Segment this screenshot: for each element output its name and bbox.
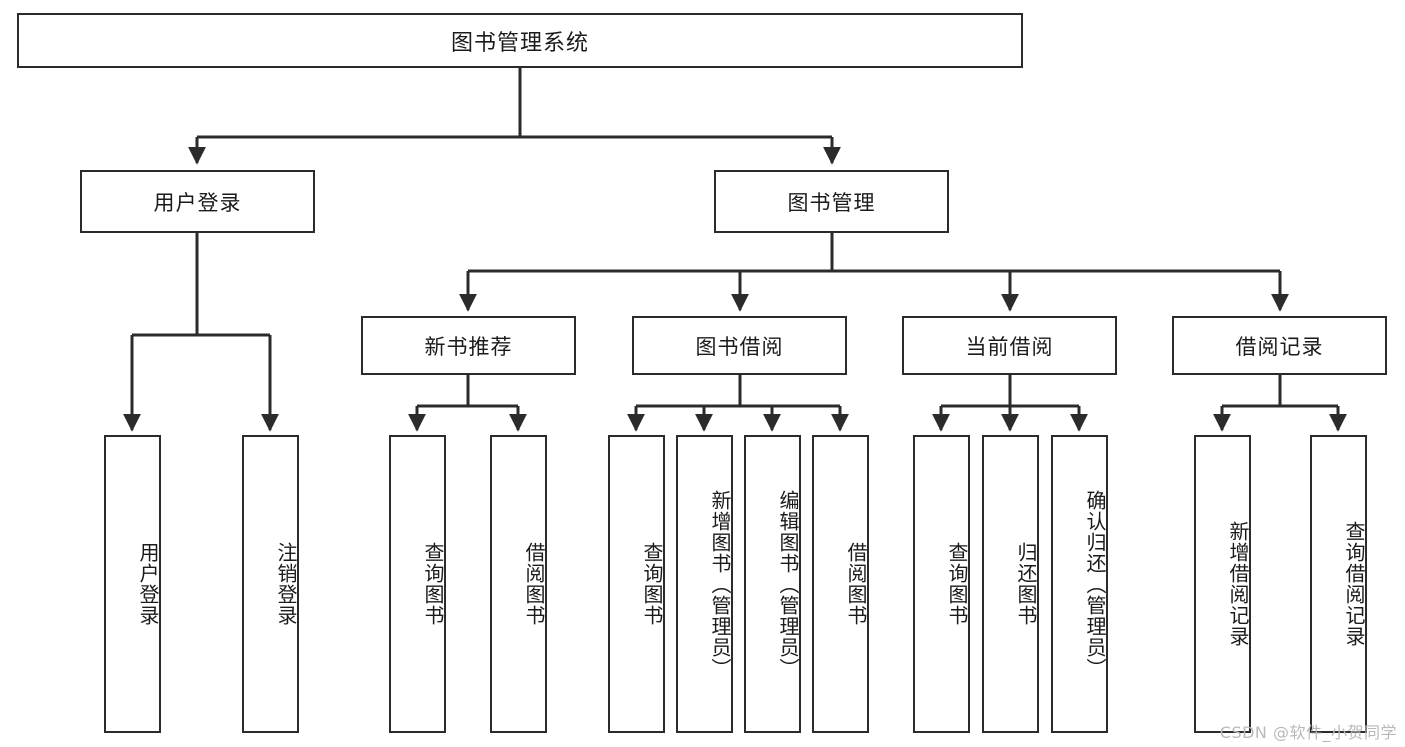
leaf-book-borrow-query[interactable]: 查询图书 bbox=[608, 435, 665, 733]
node-book-manage[interactable]: 图书管理 bbox=[714, 170, 949, 233]
node-root[interactable]: 图书管理系统 bbox=[17, 13, 1023, 68]
node-new-book-recommend[interactable]: 新书推荐 bbox=[361, 316, 576, 375]
watermark: CSDN @软件_小贺同学 bbox=[1219, 723, 1397, 742]
leaf-label: 查询图书 bbox=[945, 542, 969, 626]
leaf-label: 归还图书 bbox=[1014, 542, 1038, 626]
leaf-current-borrow-confirm-return[interactable]: 确认归还（管理员） bbox=[1051, 435, 1108, 733]
node-user-login[interactable]: 用户登录 bbox=[80, 170, 315, 233]
leaf-label: 借阅图书 bbox=[522, 542, 546, 626]
leaf-new-book-borrow[interactable]: 借阅图书 bbox=[490, 435, 547, 733]
leaf-user-login-login[interactable]: 用户登录 bbox=[104, 435, 161, 733]
leaf-borrow-record-query[interactable]: 查询借阅记录 bbox=[1310, 435, 1367, 733]
leaf-book-borrow-borrow[interactable]: 借阅图书 bbox=[812, 435, 869, 733]
leaf-borrow-record-add[interactable]: 新增借阅记录 bbox=[1194, 435, 1251, 733]
leaf-book-borrow-add[interactable]: 新增图书（管理员） bbox=[676, 435, 733, 733]
node-borrow-record[interactable]: 借阅记录 bbox=[1172, 316, 1387, 375]
leaf-current-borrow-return[interactable]: 归还图书 bbox=[982, 435, 1039, 733]
leaf-user-login-logout[interactable]: 注销登录 bbox=[242, 435, 299, 733]
leaf-book-borrow-edit[interactable]: 编辑图书（管理员） bbox=[744, 435, 801, 733]
leaf-label: 用户登录 bbox=[136, 542, 160, 626]
leaf-label: 查询图书 bbox=[640, 542, 664, 626]
leaf-new-book-query[interactable]: 查询图书 bbox=[389, 435, 446, 733]
leaf-label: 查询借阅记录 bbox=[1342, 521, 1366, 647]
leaf-label: 借阅图书 bbox=[844, 542, 868, 626]
node-book-borrow[interactable]: 图书借阅 bbox=[632, 316, 847, 375]
leaf-current-borrow-query[interactable]: 查询图书 bbox=[913, 435, 970, 733]
leaf-label: 查询图书 bbox=[421, 542, 445, 626]
leaf-label: 注销登录 bbox=[274, 542, 298, 626]
leaf-label: 新增借阅记录 bbox=[1226, 521, 1250, 647]
node-current-borrow[interactable]: 当前借阅 bbox=[902, 316, 1117, 375]
leaf-label: 新增图书（管理员） bbox=[708, 489, 732, 679]
leaf-label: 编辑图书（管理员） bbox=[776, 489, 800, 679]
leaf-label: 确认归还（管理员） bbox=[1083, 489, 1107, 679]
